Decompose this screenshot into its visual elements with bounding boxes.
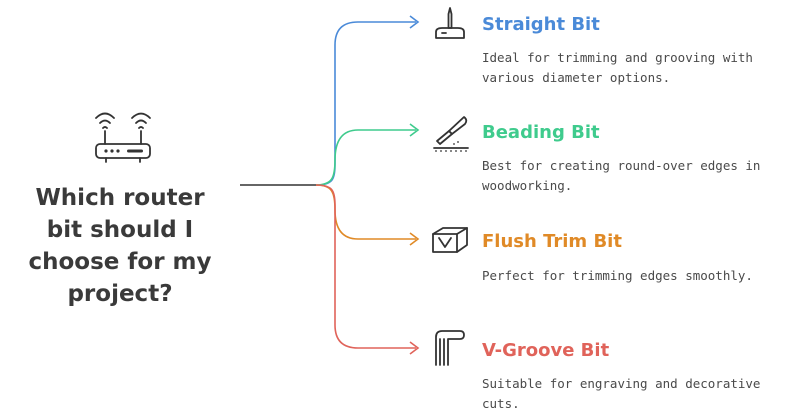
v-groove-icon: [435, 330, 465, 366]
branch-line-flush-trim-bit: [315, 184, 416, 240]
branch-title-flush-trim-bit: Flush Trim Bit: [482, 231, 622, 252]
branch-title-v-groove-bit: V-Groove Bit: [482, 340, 610, 361]
branch-desc-beading-bit: Best for creating round-over edges in wo…: [482, 158, 761, 193]
straight-bit-icon: [435, 7, 465, 39]
block-icon: [432, 227, 468, 253]
central-question: Which router bit should I choose for my …: [28, 185, 212, 307]
arrow-beading-bit: [409, 123, 420, 137]
branch-line-straight-bit: [315, 21, 416, 186]
arrow-straight-bit: [409, 15, 420, 29]
branch-line-beading-bit: [315, 129, 416, 186]
branch-desc-straight-bit: Ideal for trimming and grooving with var…: [482, 50, 753, 85]
branch-desc-flush-trim-bit: Perfect for trimming edges smoothly.: [482, 268, 753, 283]
branch-title-beading-bit: Beading Bit: [482, 122, 600, 143]
branch-desc-v-groove-bit: Suitable for engraving and decorative cu…: [482, 376, 761, 411]
branch-line-v-groove-bit: [315, 184, 416, 349]
wifi-router-icon: [95, 112, 151, 163]
branch-title-straight-bit: Straight Bit: [482, 14, 600, 35]
arrow-v-groove-bit: [409, 341, 420, 355]
arrow-flush-trim-bit: [409, 232, 420, 246]
carving-knife-icon: [433, 116, 469, 152]
